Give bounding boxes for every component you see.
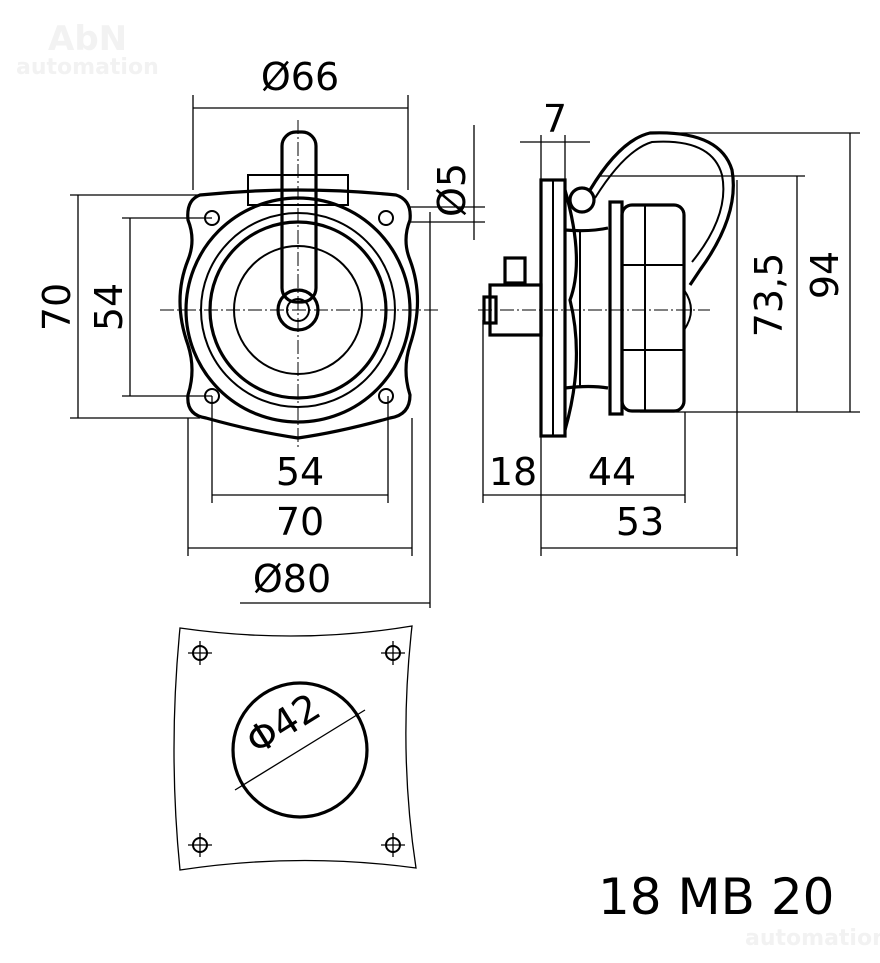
model-title: 18 MB 20 xyxy=(598,868,835,926)
svg-text:Ø80: Ø80 xyxy=(253,557,331,601)
svg-text:Φ42: Φ42 xyxy=(238,685,328,764)
front-view xyxy=(160,120,440,450)
panel-cutout-view: Φ42 xyxy=(173,625,417,871)
front-dimensions: Ø66 Ø5 70 54 54 70 Ø80 xyxy=(35,55,485,608)
svg-text:73,5: 73,5 xyxy=(747,253,791,338)
svg-text:94: 94 xyxy=(803,251,847,299)
svg-text:70: 70 xyxy=(35,283,79,331)
svg-text:18: 18 xyxy=(489,450,537,494)
watermark-top-left: AbN automation xyxy=(16,19,159,80)
svg-text:44: 44 xyxy=(588,450,636,494)
svg-text:automation: automation xyxy=(745,926,880,951)
svg-text:AbN: AbN xyxy=(48,19,127,59)
svg-text:Ø66: Ø66 xyxy=(261,55,339,99)
svg-text:70: 70 xyxy=(276,500,324,544)
svg-text:54: 54 xyxy=(87,283,131,331)
svg-text:53: 53 xyxy=(616,500,664,544)
side-view xyxy=(478,131,735,438)
svg-text:automation: automation xyxy=(16,55,159,80)
svg-text:7: 7 xyxy=(543,97,567,141)
cutout-holes xyxy=(188,641,405,857)
svg-text:Ø5: Ø5 xyxy=(430,163,474,217)
side-dimensions: 7 73,5 94 18 44 53 xyxy=(482,97,860,556)
watermark-bottom-right: automation xyxy=(745,926,880,951)
svg-text:54: 54 xyxy=(276,450,324,494)
